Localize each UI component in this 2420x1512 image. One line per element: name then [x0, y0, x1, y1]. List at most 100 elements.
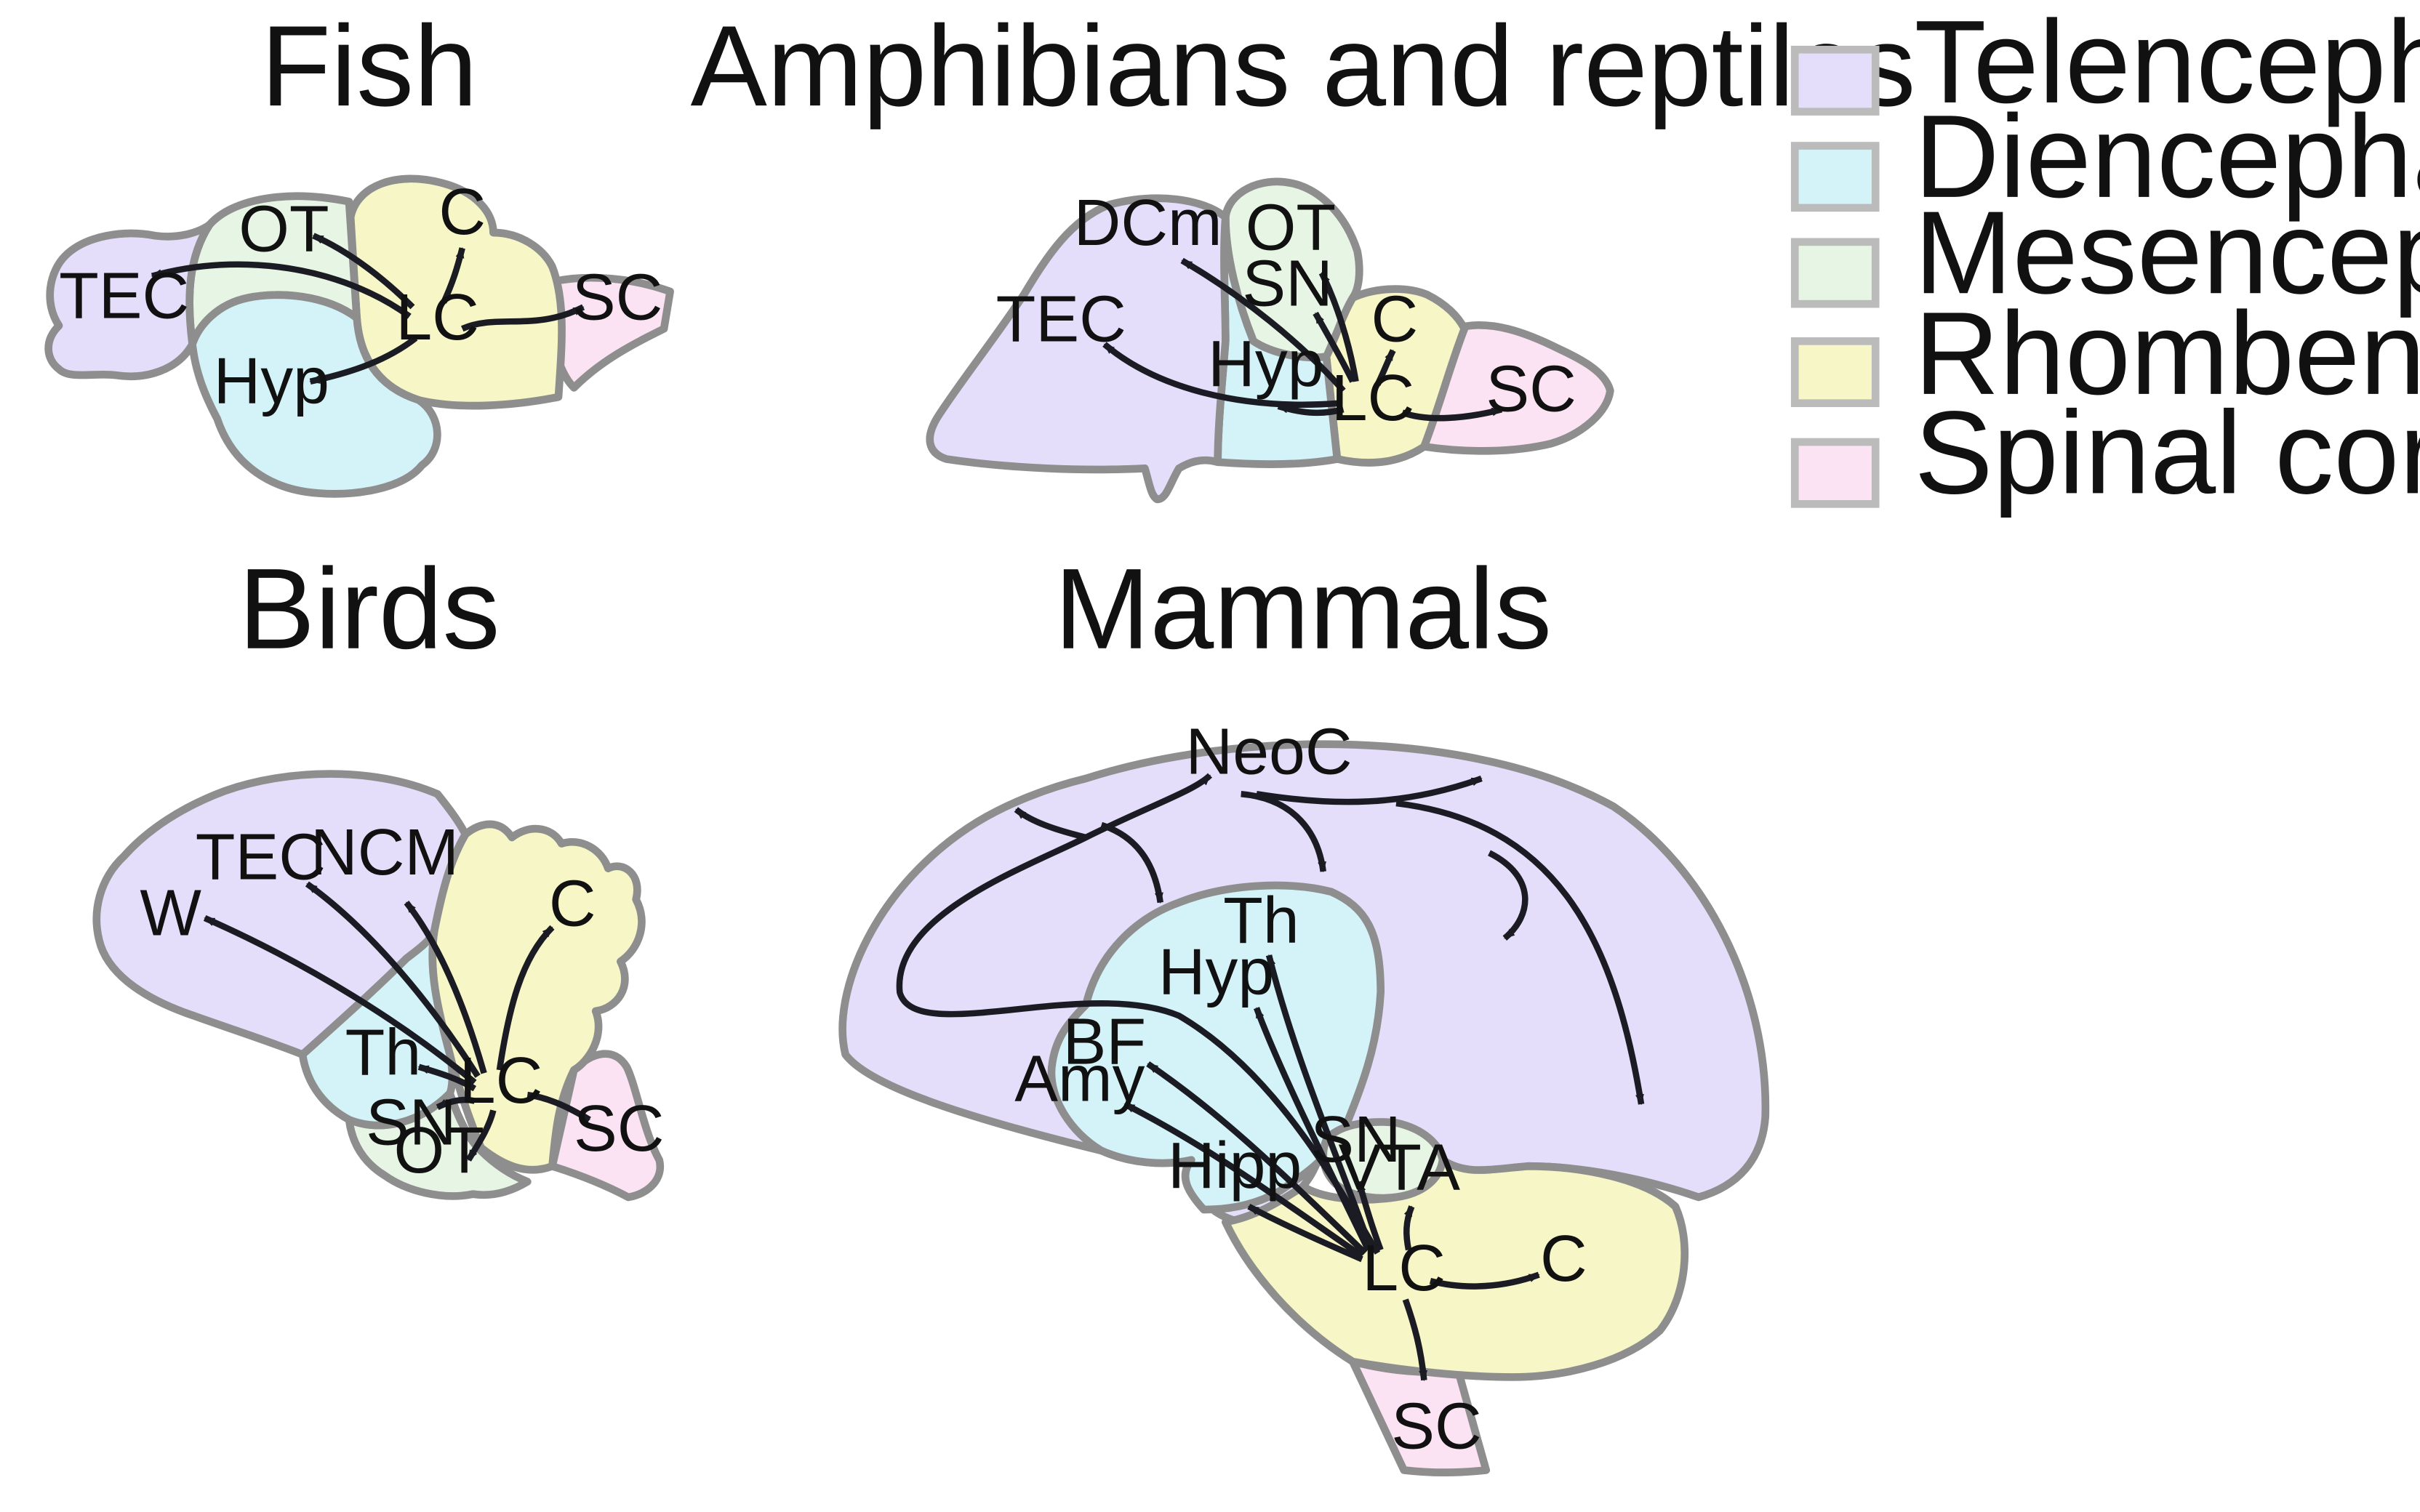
- mammals-arrow-lc-to-amy: [1123, 1101, 1364, 1259]
- birds-arrow-lc-to-tec: [305, 881, 481, 1078]
- amph-label-sn: SN: [1242, 246, 1332, 319]
- birds-label-w: W: [140, 876, 201, 949]
- amph-label-lc: LC: [1331, 361, 1415, 434]
- birds-arrow-lc-to-th: [417, 1063, 476, 1092]
- mammals-arrow-lc-to-c: [1429, 1271, 1540, 1290]
- birds-label-th: Th: [345, 1016, 422, 1088]
- fish-arrow-lc-to-hyp: [309, 335, 418, 385]
- legend-label-diencephalon: Diencephalon: [1915, 91, 2420, 222]
- mammals-label-bf: BF: [1063, 1005, 1147, 1077]
- mammals-arrow-neoc-branch-5: [1395, 800, 1645, 1106]
- mammals-arrow-lc-to-vta: [1403, 1205, 1415, 1251]
- mammals-label-hyp: Hyp: [1158, 935, 1274, 1008]
- panel-fish: Fish OT C TEC LC SC Hyp: [44, 2, 674, 498]
- fish-telencephalon: [44, 221, 214, 381]
- panel-title-mammals: Mammals: [1054, 545, 1552, 673]
- amph-label-dcm: DCm: [1074, 186, 1222, 259]
- mammals-arrow-lc-to-hipp: [1247, 1203, 1363, 1263]
- fish-diencephalon: [188, 291, 441, 498]
- mammals-label-sc: SC: [1391, 1390, 1481, 1463]
- amph-arrows: [1102, 257, 1503, 422]
- legend-item-telencephalon: Telencephalon: [1790, 0, 2420, 128]
- mammals-arrow-lc-cortical-loop: [896, 773, 1381, 1255]
- legend-swatch-rhombencephalon: [1790, 337, 1880, 407]
- birds-label-tec: TEC: [196, 821, 326, 893]
- mammals-arrow-lc-to-th: [1265, 954, 1374, 1251]
- birds-arrow-lc-to-sc: [526, 1091, 591, 1122]
- legend-item-rhombencephalon: Rhombencephalon: [1790, 288, 2420, 419]
- mammals-arrow-lc-to-sn: [1355, 1181, 1384, 1251]
- birds-arrow-lc-to-ncm: [404, 900, 487, 1074]
- mammals-label-neoc: NeoC: [1186, 715, 1353, 788]
- amph-label-sc: SC: [1486, 352, 1576, 425]
- amph-arrow-lc-to-sc: [1401, 406, 1503, 422]
- legend-swatch-spinal-cord: [1790, 438, 1880, 508]
- fish-label-c: C: [438, 175, 486, 248]
- legend-swatch-mesencephalon: [1790, 238, 1880, 308]
- birds-arrow-lc-to-sn: [436, 1096, 476, 1111]
- fish-label-tec: TEC: [59, 259, 189, 331]
- legend-swatch-telencephalon: [1790, 45, 1880, 116]
- amph-label-c: C: [1371, 282, 1419, 355]
- mammals-label-hipp: Hipp: [1168, 1129, 1302, 1202]
- panel-title-fish: Fish: [261, 2, 478, 130]
- fish-label-sc: SC: [572, 260, 662, 333]
- mammals-rhombencephalon: [1222, 1156, 1689, 1381]
- legend-label-mesencephalon: Mesencephalon: [1915, 187, 2420, 318]
- amph-arrow-lc-to-sn: [1313, 311, 1356, 383]
- amph-label-tec: TEC: [996, 282, 1126, 355]
- legend: Telencephalon Diencephalon Mesencephalon…: [1790, 0, 2420, 518]
- fish-label-ot: OT: [239, 193, 329, 265]
- legend-item-spinal-cord: Spinal cord: [1790, 387, 2420, 518]
- birds-arrow-lc-to-w: [203, 915, 477, 1085]
- fish-arrow-lc-to-c: [441, 246, 465, 304]
- mammals-arrow-lc-to-bf: [1146, 1061, 1368, 1255]
- mammals-label-c: C: [1540, 1222, 1587, 1295]
- panel-title-birds: Birds: [239, 545, 500, 673]
- legend-label-rhombencephalon: Rhombencephalon: [1915, 288, 2420, 419]
- panel-amphibians: Amphibians and reptiles DCm OT SN TEC C …: [691, 2, 1916, 504]
- legend-item-mesencephalon: Mesencephalon: [1790, 187, 2420, 318]
- birds-label-c: C: [549, 867, 596, 940]
- birds-label-ot: OT: [394, 1114, 484, 1186]
- mammals-label-amy: Amy: [1014, 1042, 1145, 1115]
- birds-label-lc: LC: [460, 1044, 543, 1117]
- birds-label-ncm: NCM: [310, 816, 459, 888]
- birds-label-sc: SC: [574, 1092, 664, 1165]
- legend-label-spinal-cord: Spinal cord: [1915, 387, 2420, 518]
- panel-birds: Birds TEC NCM W C Th LC SN OT SC: [92, 545, 665, 1202]
- mammals-arrow-neoc-branch-1: [1014, 807, 1087, 841]
- birds-telencephalon: [92, 770, 470, 1058]
- fish-arrow-lc-to-ot: [312, 233, 415, 310]
- birds-arrows: [203, 881, 591, 1162]
- mammals-arrow-lc-to-hyp: [1254, 1007, 1371, 1252]
- panel-title-amphibians: Amphibians and reptiles: [691, 2, 1916, 130]
- fish-arrows: [151, 233, 585, 385]
- amph-label-ot: OT: [1246, 190, 1336, 263]
- amph-arrow-lc-to-ot: [1318, 271, 1359, 382]
- mammals-label-vta: VTA: [1338, 1130, 1460, 1203]
- amph-arrow-lc-to-tec: [1102, 342, 1341, 408]
- mammals-label-th: Th: [1223, 884, 1299, 957]
- birds-arrow-lc-to-ot: [465, 1109, 497, 1162]
- amph-label-hyp: Hyp: [1208, 327, 1323, 400]
- mammals-arrow-neoc-branch-2: [1100, 821, 1163, 904]
- legend-label-telencephalon: Telencephalon: [1915, 0, 2420, 128]
- birds-arrow-lc-to-c: [496, 925, 555, 1071]
- fish-arrow-lc-to-tec: [151, 261, 412, 319]
- panel-mammals: Mammals NeoC Th Hyp BF Amy SN: [838, 545, 1770, 1476]
- amph-arrow-lc-to-c: [1374, 349, 1396, 386]
- amph-arrow-lc-to-hyp: [1277, 403, 1345, 417]
- mammals-label-lc: LC: [1362, 1231, 1446, 1304]
- fish-arrow-lc-to-sc: [460, 304, 585, 332]
- mammals-arrow-neoc-branch-4: [1256, 775, 1483, 805]
- mammals-arrow-lc-to-sc: [1402, 1298, 1428, 1382]
- amph-telencephalon: [926, 194, 1230, 504]
- legend-item-diencephalon: Diencephalon: [1790, 91, 2420, 222]
- birds-spinal-cord: [548, 1050, 665, 1202]
- mammals-arrow-neoc-branch-6: [1488, 850, 1528, 941]
- amph-arrow-lc-to-dcm: [1180, 257, 1346, 393]
- legend-swatch-diencephalon: [1790, 142, 1880, 212]
